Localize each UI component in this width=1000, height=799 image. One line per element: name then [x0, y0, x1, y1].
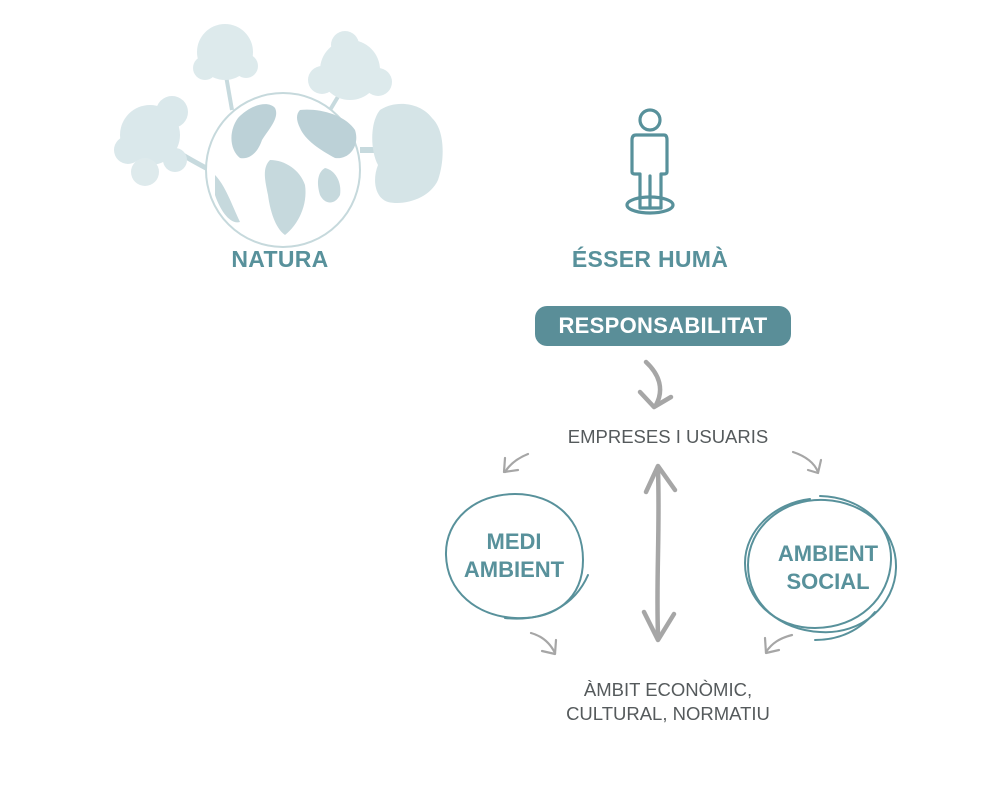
arrow-down-curved: [637, 359, 674, 410]
earth-globe-with-trees-icon: [114, 24, 443, 248]
right-tree-icon: [360, 103, 443, 204]
medi-ambient-line1: MEDI: [486, 529, 542, 554]
arrow-to-medi-ambient: [502, 452, 530, 474]
responsabilitat-badge: RESPONSABILITAT: [535, 306, 791, 346]
top-right-tree-icon: [308, 31, 392, 112]
medi-ambient-circle: [444, 493, 589, 620]
standing-person-icon: [625, 108, 675, 215]
double-arrow-vertical: [641, 463, 678, 643]
left-tree-icon: [114, 96, 212, 186]
top-tree-icon: [193, 24, 258, 111]
globe-icon: [205, 92, 361, 248]
medi-ambient-line2: AMBIENT: [463, 557, 565, 582]
arrow-to-ambient-social: [791, 450, 823, 475]
empreses-usuaris-label: EMPRESES I USUARIS: [567, 426, 769, 447]
ambient-social-line1: AMBIENT: [777, 541, 879, 566]
natura-label: NATURA: [231, 246, 329, 272]
ambit-line2: CULTURAL, NORMATIU: [566, 703, 770, 725]
esser-huma-label: ÉSSER HUMÀ: [571, 246, 729, 272]
ambit-label: ÀMBIT ECONÒMIC, CULTURAL, NORMATIU: [540, 678, 796, 726]
ambient-social-circle: [743, 495, 898, 641]
ambient-social-line2: SOCIAL: [786, 569, 870, 594]
ambient-social-label: AMBIENT SOCIAL: [756, 540, 900, 596]
ambit-line1: ÀMBIT ECONÒMIC,: [583, 679, 753, 700]
medi-ambient-label: MEDI AMBIENT: [444, 528, 584, 584]
arrow-medi-to-ambit: [529, 631, 558, 656]
arrow-social-to-ambit: [763, 633, 794, 655]
